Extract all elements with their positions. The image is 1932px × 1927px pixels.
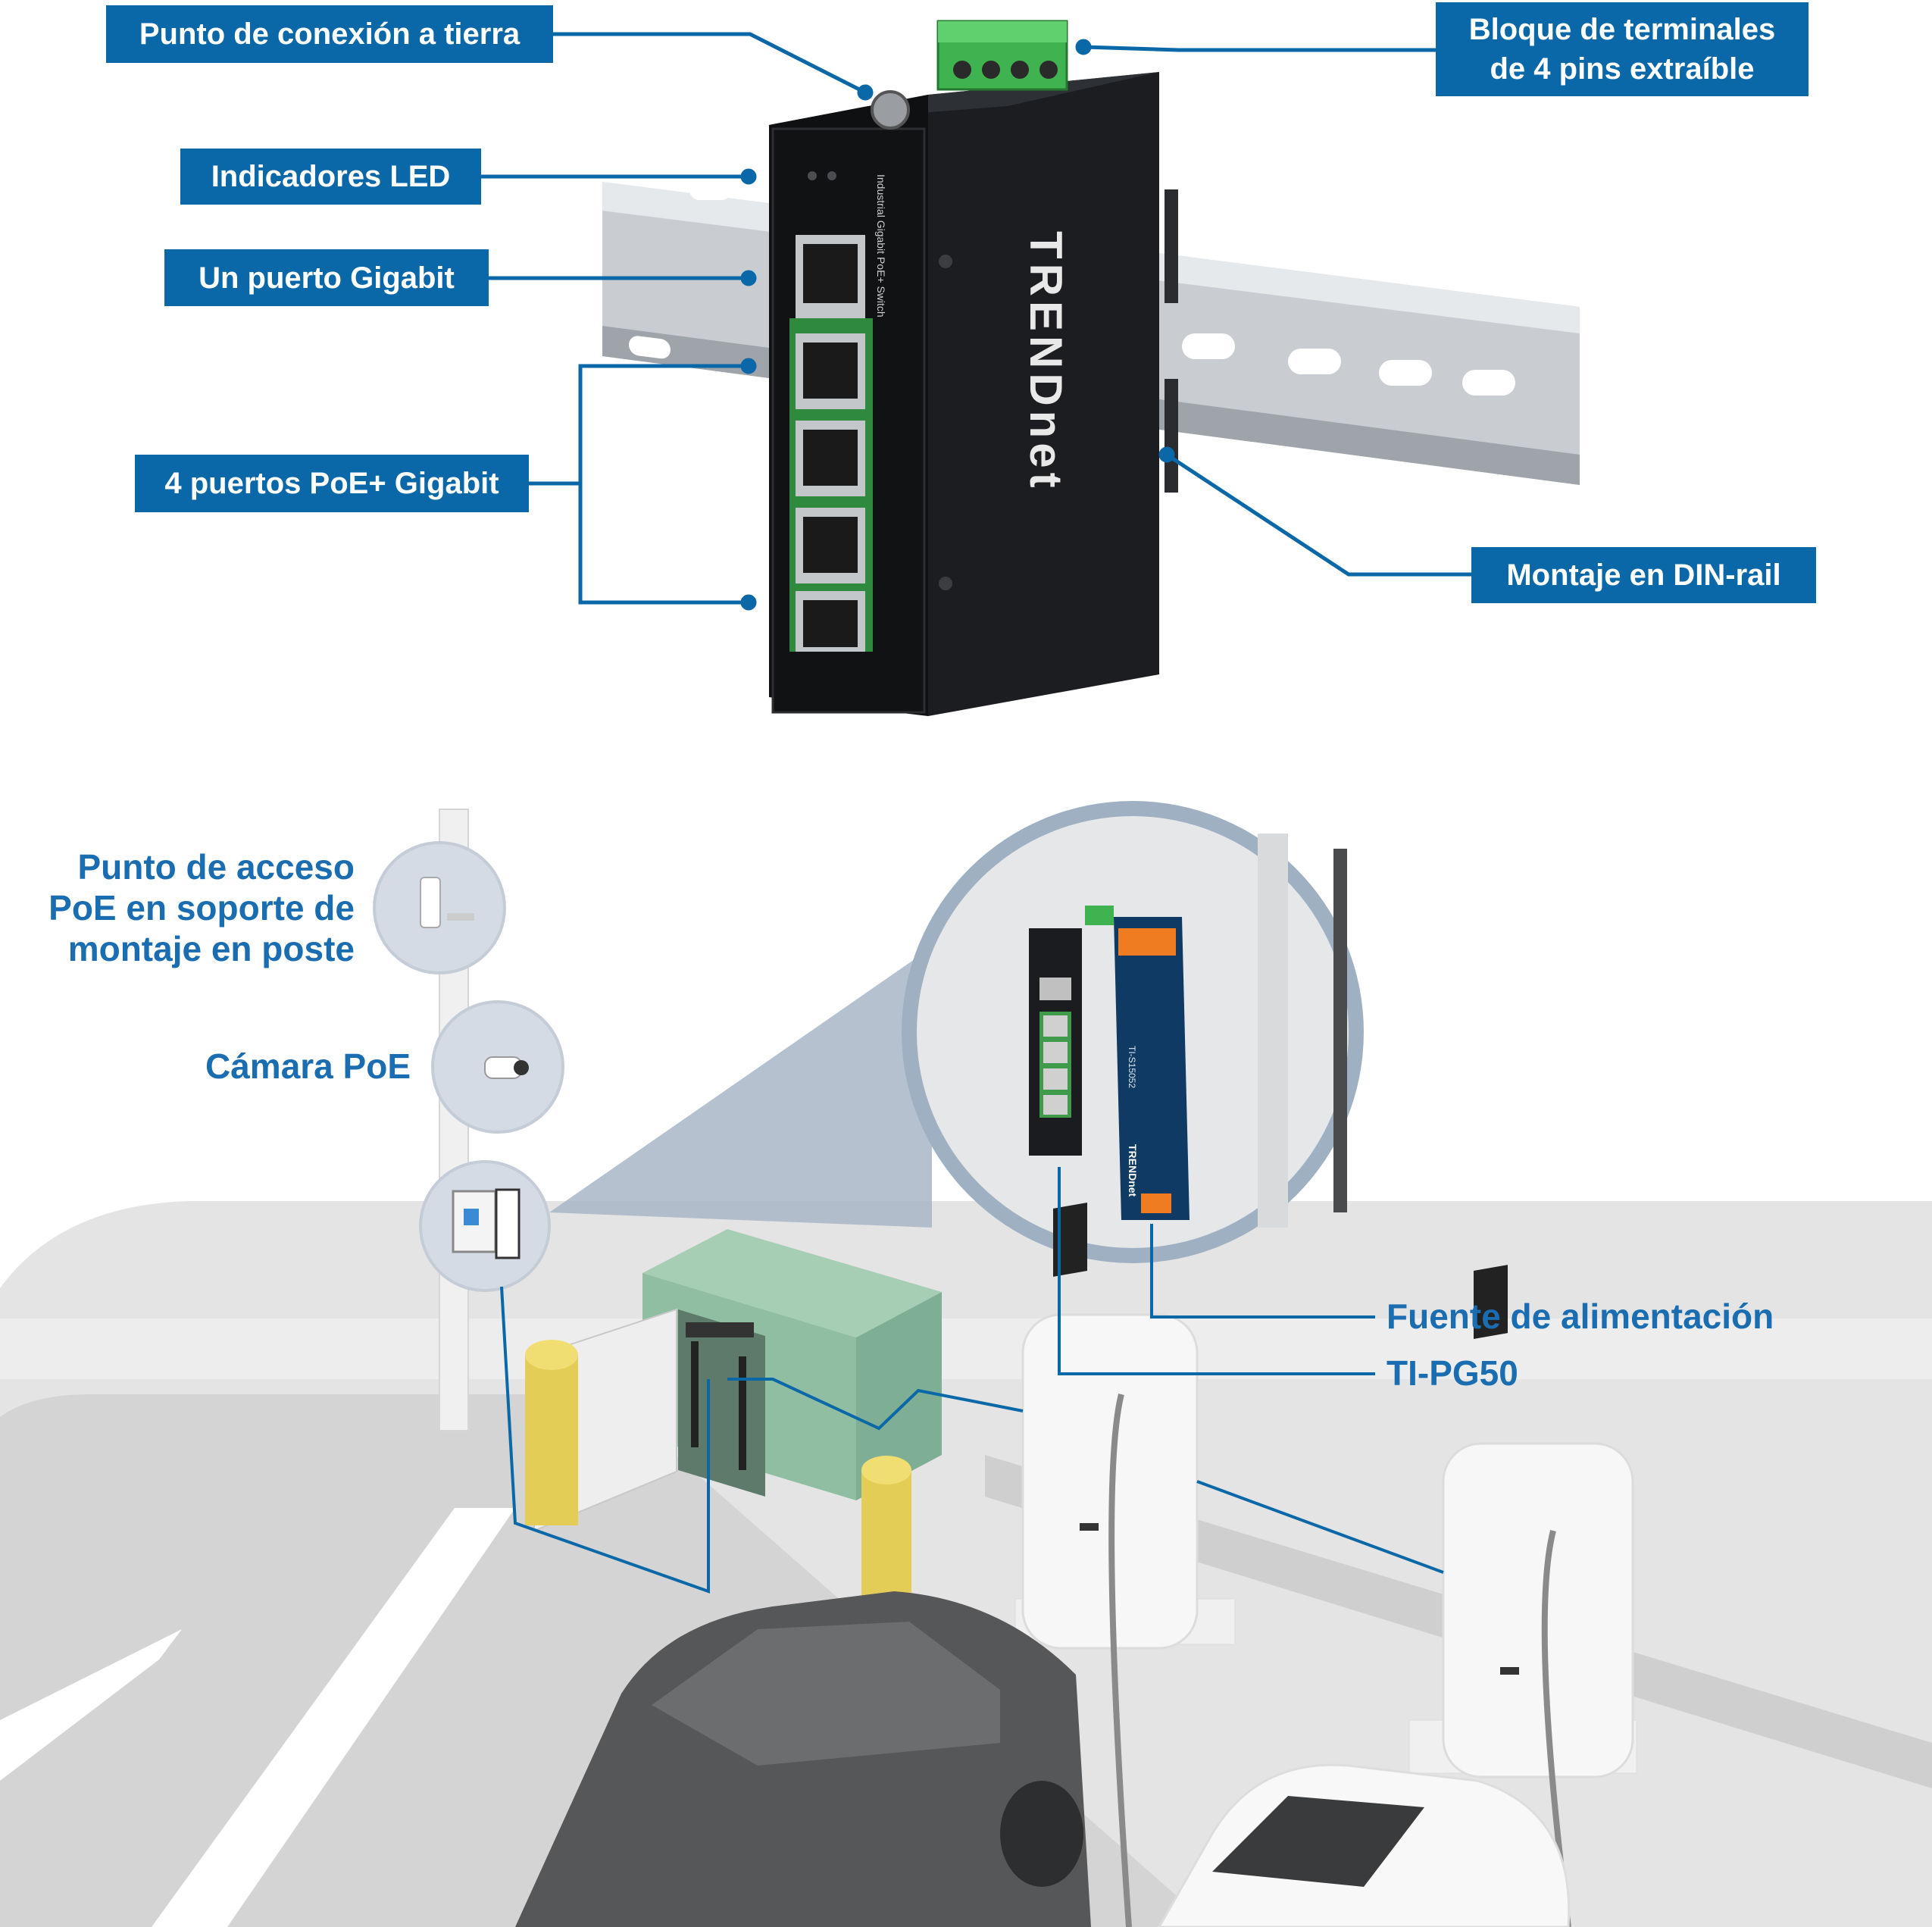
switch-front-text: Industrial Gigabit PoE+ Switch [875, 174, 887, 318]
switch-device: Industrial Gigabit PoE+ Switch TRENDnet [769, 20, 1178, 716]
label-access-point-line2: PoE en soporte de [48, 888, 355, 928]
label-terminal-block-line1: Bloque de terminales [1468, 13, 1776, 46]
psu-model-label: TI-S15052 [1127, 1046, 1137, 1088]
label-led-indicators-text: Indicadores LED [211, 160, 451, 193]
charger-2 [1408, 1265, 1637, 1927]
access-point-bubble [373, 841, 506, 974]
label-led-indicators: Indicadores LED [180, 149, 481, 205]
label-poe-camera-text: Cámara PoE [205, 1046, 411, 1086]
label-power-supply-text: Fuente de alimentación [1386, 1297, 1774, 1336]
label-ground-point-text: Punto de conexión a tierra [139, 17, 521, 51]
label-access-point-line1: Punto de acceso [77, 847, 355, 887]
label-access-point-line3: montaje en poste [67, 929, 355, 968]
label-terminal-block: Bloque de terminales de 4 pins extraíble [1436, 2, 1809, 96]
label-switch-model: TI-PG50 [1386, 1353, 1518, 1394]
charger-1 [1014, 1202, 1236, 1927]
label-ground-point: Punto de conexión a tierra [106, 5, 553, 63]
label-gigabit-port-text: Un puerto Gigabit [199, 261, 455, 295]
callout-lines-top [481, 32, 1471, 611]
label-power-supply: Fuente de alimentación [1386, 1296, 1774, 1337]
switch-brand-logo: TRENDnet [1021, 231, 1071, 493]
terminal-block-icon [936, 20, 1068, 91]
label-poe-ports: 4 puertos PoE+ Gigabit [135, 455, 529, 512]
enclosure-bubble [419, 1160, 551, 1292]
label-poe-ports-text: 4 puertos PoE+ Gigabit [164, 467, 499, 500]
bollard-left [525, 1340, 578, 1525]
label-poe-camera: Cámara PoE [144, 1046, 411, 1087]
label-din-rail-text: Montaje en DIN-rail [1506, 558, 1781, 592]
label-terminal-block-line2: de 4 pins extraíble [1490, 52, 1755, 86]
zoom-detail-bubble: TI-S15052 TRENDnet [902, 801, 1364, 1263]
camera-bubble [431, 1000, 564, 1134]
ground-screw-icon [871, 90, 910, 130]
psu-brand-label: TRENDnet [1127, 1144, 1139, 1197]
dark-car [515, 1591, 1091, 1927]
white-car [1158, 1763, 1571, 1927]
label-switch-model-text: TI-PG50 [1386, 1353, 1518, 1393]
label-din-rail: Montaje en DIN-rail [1471, 547, 1816, 603]
label-access-point: Punto de acceso PoE en soporte de montaj… [15, 846, 355, 969]
network-lines [500, 1167, 1444, 1594]
label-gigabit-port: Un puerto Gigabit [164, 249, 489, 306]
zoom-cone [549, 947, 932, 1228]
